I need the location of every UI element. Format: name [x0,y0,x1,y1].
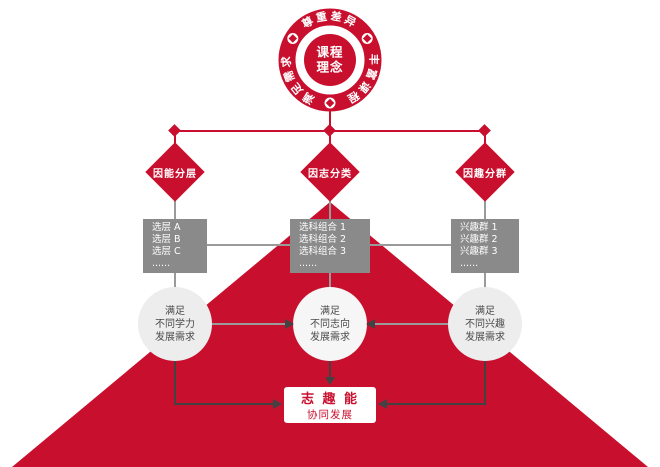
connector-center-drop [329,361,331,378]
circle-line: 不同志向 [310,318,350,330]
connector-box-bridge-right [370,244,451,246]
connector-right-drop [484,361,486,405]
connector-left-drop [174,361,176,405]
course-philosophy-badge: 尊重差异 丰富课程 满足需求 课程 理念 [278,8,382,112]
branch-node-diamond-icon [168,124,181,137]
circle-line: 不同兴趣 [465,318,505,330]
box-line: ...... [299,258,318,269]
result-line1: 志 趣 能 [300,392,360,407]
diamond-aspiration-grouping: 因志分类 [300,142,360,202]
circle-line: 发展需求 [310,331,350,343]
connector-diamond-box [174,201,176,219]
box-line: 选科组合 2 [299,234,347,245]
box-subject-combinations: 选科组合 1 选科组合 2 选科组合 3 ...... [290,219,370,273]
arrow-right-icon [273,399,282,409]
box-line: 兴趣群 2 [460,234,498,245]
circle-line: 发展需求 [465,331,505,343]
branch-node-diamond-icon [323,124,336,137]
connector-circle-bridge-right [374,323,448,325]
circle-line: 发展需求 [155,331,195,343]
connector-circle-bridge-left [212,323,286,325]
result-line2: 协同发展 [307,409,353,421]
circle-ability-needs: 满足 不同学力 发展需求 [138,287,212,361]
diamond-interest-clustering: 因趣分群 [455,142,515,202]
box-line: 选科组合 3 [299,246,347,257]
connector-to-diamond-right [484,131,486,144]
circle-interest-needs: 满足 不同兴趣 发展需求 [448,287,522,361]
diamond-ability-tiering: 因能分层 [145,142,205,202]
branch-node-diamond-icon [478,124,491,137]
box-line: ...... [152,258,171,269]
diamond-label: 因能分层 [153,168,197,180]
connector-to-diamond-left [174,131,176,144]
arrow-left-icon [378,399,387,409]
box-layer-options: 选层 A 选层 B 选层 C ...... [143,219,207,273]
box-line: 兴趣群 1 [460,222,498,233]
box-line: 选层 A [152,222,181,233]
connector-box-circle [174,273,176,288]
ring-separator-diamond-icon [325,98,335,108]
circle-aspiration-needs: 满足 不同志向 发展需求 [293,287,367,361]
badge-center-line1: 课程 [316,45,343,60]
connector-diamond-box [484,201,486,219]
circle-line: 满足 [475,305,495,317]
circle-line: 满足 [320,305,340,317]
box-line: 选科组合 1 [299,222,347,233]
connector-badge-down [329,110,331,131]
box-line: ...... [460,258,479,269]
diamond-label: 因趣分群 [463,168,507,180]
result-box: 志 趣 能 协同发展 [282,385,378,425]
box-line: 选层 C [152,246,181,257]
connector-diamond-box [329,201,331,219]
ring-separator-diamond-icon [362,34,372,43]
connector-box-circle [484,273,486,288]
badge-center-circle [304,34,356,86]
box-line: 选层 B [152,234,181,245]
arrow-left-icon [366,319,375,329]
arrow-down-icon [325,377,335,385]
arrow-right-icon [285,319,294,329]
circle-line: 不同学力 [155,318,195,330]
circle-line: 满足 [165,305,185,317]
badge-center-line2: 理念 [316,60,343,75]
connector-left-run [174,403,274,405]
connector-to-diamond-center [329,131,331,144]
box-interest-groups: 兴趣群 1 兴趣群 2 兴趣群 3 ...... [451,219,519,273]
connector-right-run [386,403,486,405]
diamond-label: 因志分类 [308,168,352,180]
connector-box-bridge-left [207,244,290,246]
connector-box-circle [329,273,331,288]
box-line: 兴趣群 3 [460,246,498,257]
